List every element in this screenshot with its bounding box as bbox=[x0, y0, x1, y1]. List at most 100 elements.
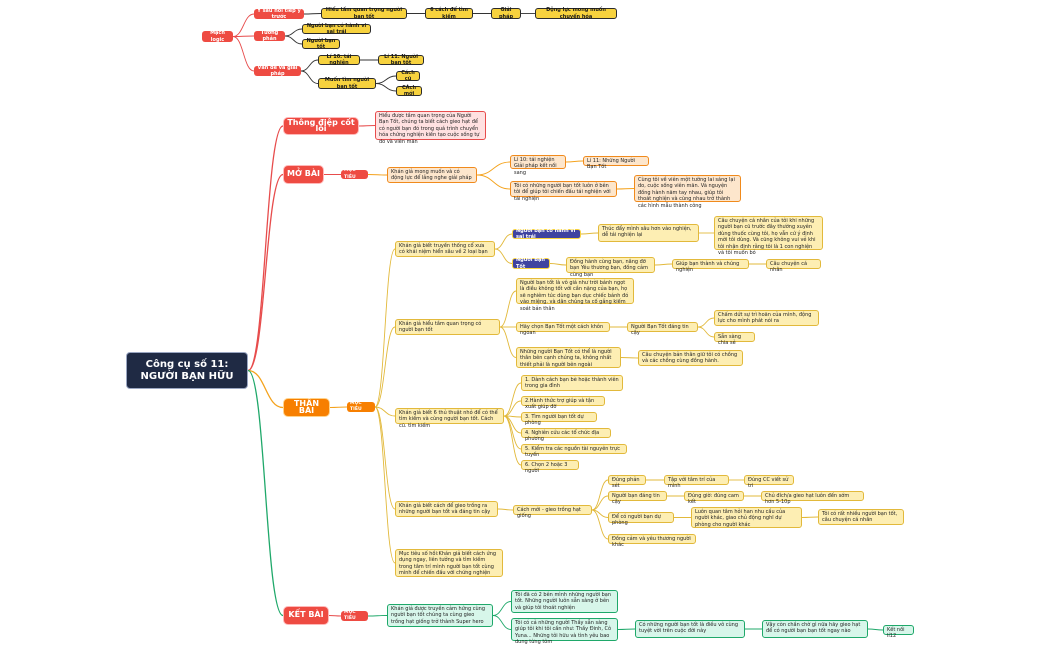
connector bbox=[232, 36, 255, 72]
logic-branch-problem[interactable]: Vấn đề và giải pháp bbox=[254, 65, 301, 77]
conclusion-teachers[interactable]: Tôi có cả những người Thầy sẵn sàng giúp… bbox=[511, 618, 618, 645]
connector bbox=[329, 406, 348, 408]
connector bbox=[549, 263, 567, 266]
connector bbox=[374, 248, 396, 408]
intro-goal[interactable]: Khán giả mong muốn và có động lực để lắn… bbox=[387, 167, 477, 183]
logic-new-way[interactable]: CÁch mới bbox=[396, 85, 422, 97]
connector bbox=[617, 628, 636, 630]
seed-c-end[interactable]: Tôi có rất nhiều người bạn tốt, câu chuy… bbox=[818, 509, 904, 525]
tip-2[interactable]: 2.Hành thức trợ giúp và tận xuất giúp đỡ bbox=[521, 396, 605, 410]
intro-goal-tag[interactable]: MỤC TIÊU bbox=[341, 168, 368, 180]
good-friend-story[interactable]: Câu chuyện cá nhân bbox=[766, 259, 821, 273]
connector bbox=[494, 233, 513, 250]
intro-sub-1[interactable]: Lí 10: tái nghiện Giải pháp kết nối sang bbox=[510, 155, 566, 176]
connector bbox=[503, 382, 522, 417]
connector bbox=[374, 406, 396, 417]
logic-step-3[interactable]: Giải pháp bbox=[491, 7, 521, 20]
logic-step-4[interactable]: Động lực mong muốn chuyển hóa bbox=[535, 7, 617, 20]
trusted-trait-2[interactable]: Sẵn sàng chia sẻ bbox=[714, 332, 755, 346]
conclusion-node[interactable]: KẾT BÀI bbox=[283, 606, 329, 625]
new-way-seeding[interactable]: Cách mới - gieo trồng hạt giống bbox=[513, 505, 592, 519]
connector bbox=[580, 232, 599, 235]
connector bbox=[499, 290, 517, 328]
seed-b[interactable]: Người bạn đáng tin cậy bbox=[608, 491, 667, 505]
connector bbox=[499, 326, 517, 358]
intro-sub-2[interactable]: Tôi có những người bạn tốt luôn ở bên tô… bbox=[510, 181, 617, 202]
body-node[interactable]: THÂN BÀI bbox=[283, 398, 330, 417]
logic-contrast-bad[interactable]: Người bạn có hành vi sai trái bbox=[302, 23, 371, 35]
tip-1[interactable]: 1. Dành cách bạn bè hoặc thành viên tron… bbox=[521, 375, 623, 391]
logic-problem-a[interactable]: Lí 10: tái nghiện bbox=[318, 54, 360, 66]
core-message-text[interactable]: Hiểu được tầm quan trọng của Người Bạn T… bbox=[375, 111, 486, 145]
body-goal-3[interactable]: Khán giả biết 6 thủ thuật nhỏ để có thể … bbox=[395, 408, 504, 429]
root-node[interactable]: Công cụ số 11: NGƯỜI BẠN HỮU bbox=[126, 352, 248, 389]
seed-d[interactable]: Đồng cảm và yêu thương người khác bbox=[608, 534, 696, 548]
conclusion-wonderful[interactable]: Có những người bạn tốt là điều vô cùng t… bbox=[635, 620, 745, 638]
tip-4[interactable]: 4. Nghiên cứu các tổ chức địa phương bbox=[521, 428, 611, 442]
seed-a-mid[interactable]: Tập với tâm trí của mình bbox=[664, 475, 729, 489]
seed-a-end[interactable]: Đúng CC viết sử tri bbox=[744, 475, 794, 489]
conclusion-goal-tag[interactable]: MỤC TIÊU bbox=[341, 610, 368, 621]
intro-sub-2-child[interactable]: Cùng tôi về viên một tường lai sáng lại … bbox=[634, 175, 741, 209]
connector bbox=[620, 357, 639, 359]
trusted-friend[interactable]: Người Bạn Tốt đáng tin cậy bbox=[627, 322, 698, 336]
connector bbox=[375, 75, 397, 84]
conclusion-friends[interactable]: Tôi đã có 2 bên mình những người bạn tốt… bbox=[511, 590, 618, 613]
seed-b-mid[interactable]: Đúng giờ: đúng cam kết bbox=[684, 491, 744, 505]
connector bbox=[284, 35, 303, 45]
intro-node[interactable]: MỞ BÀI bbox=[283, 165, 324, 184]
good-friend-value[interactable]: Người bạn tốt là vô giá như trời bánh ng… bbox=[516, 278, 634, 312]
bad-friend-story[interactable]: Câu chuyện cá nhân của tôi khi những ngư… bbox=[714, 216, 823, 256]
good-friend-help[interactable]: Giúp bạn thành và chúng nghiện bbox=[672, 259, 749, 273]
bad-friend-node[interactable]: Người bạn có hành vi sai trái bbox=[512, 228, 581, 240]
conclusion-call-to-action[interactable]: Vậy còn chần chờ gì nữa hãy gieo hạt để … bbox=[762, 620, 868, 638]
logic-problem-b[interactable]: Muốn tìm người bạn tốt bbox=[318, 77, 376, 90]
logic-branch-contrast[interactable]: Tương phản bbox=[254, 30, 285, 42]
connector bbox=[503, 400, 522, 417]
intro-sub-1-child[interactable]: Lí 11: Những Người Bạn Tốt bbox=[583, 156, 649, 170]
connector bbox=[801, 516, 819, 518]
choose-wisely[interactable]: Hãy chọn Bạn Tốt một cách khôn ngoan bbox=[516, 322, 610, 336]
core-message-node[interactable]: Thông điệp cốt lõi bbox=[283, 117, 359, 135]
body-goal-2[interactable]: Khán giả hiểu tầm quan trọng có người bạ… bbox=[395, 319, 500, 335]
connector bbox=[697, 317, 715, 328]
logic-step-2[interactable]: 6 cách để tìm kiếm bbox=[425, 7, 473, 20]
body-goal-tag[interactable]: MỤC TIÊU bbox=[347, 401, 375, 412]
logic-title-node[interactable]: Mạch logic bbox=[202, 30, 233, 43]
logic-problem-a-child[interactable]: Lí 11: Người bạn tốt bbox=[378, 54, 424, 66]
connector bbox=[476, 161, 511, 176]
conclusion-goal[interactable]: Khán giả được truyền cảm hứng cùng người… bbox=[387, 604, 493, 627]
body-goal-1[interactable]: Khán giả biết truyền thống cổ xưa có khá… bbox=[395, 241, 495, 257]
connector bbox=[328, 615, 342, 617]
connector bbox=[232, 35, 255, 37]
seed-c-mid[interactable]: Luôn quan tâm hỏi han nhu cầu của người … bbox=[691, 507, 802, 528]
connector bbox=[284, 28, 303, 37]
seed-b-end[interactable]: Chủ đích/a gieo hạt luôn đến sớm hơn 5-1… bbox=[761, 491, 864, 505]
connector bbox=[503, 415, 522, 434]
connector bbox=[367, 174, 388, 176]
family-story[interactable]: Câu chuyện bản thân giữ tôi có chồng và … bbox=[638, 350, 743, 366]
connector bbox=[654, 263, 673, 266]
seed-c[interactable]: Để có người bạn dự phòng bbox=[608, 512, 674, 526]
good-friend-node[interactable]: Người Bạn Tốt bbox=[512, 257, 550, 270]
connector bbox=[247, 369, 284, 409]
connector bbox=[492, 615, 512, 630]
tip-5[interactable]: 5. Kiểm tra các nguồn tài nguyên trực tu… bbox=[521, 444, 627, 458]
connector bbox=[247, 125, 284, 372]
trusted-trait-1[interactable]: Chấm dứt sự trì hoãn của mình, động lực … bbox=[714, 310, 819, 326]
conclusion-next-link[interactable]: Kết nối lí12 bbox=[883, 625, 914, 639]
family-friends[interactable]: Những người Bạn Tốt có thể là người thân… bbox=[516, 347, 621, 368]
good-friend-desc[interactable]: Đồng hành cùng bạn, nâng đỡ bạn Yêu thươ… bbox=[566, 257, 655, 278]
logic-old-way[interactable]: Cách cũ bbox=[396, 70, 420, 82]
bad-friend-desc[interactable]: Thúc đẩy mình sâu hơn vào nghiện, dễ tái… bbox=[598, 224, 699, 242]
logic-contrast-good[interactable]: Người bạn tốt bbox=[302, 38, 340, 50]
logic-branch-sequence[interactable]: Ý sau nối tiếp ý trước bbox=[254, 8, 304, 20]
body-goal-5[interactable]: Mục tiêu số hồi:Khán giả biết cách ứng d… bbox=[395, 549, 503, 577]
seed-a[interactable]: Đúng phản sét bbox=[608, 475, 646, 489]
tip-3[interactable]: 3. Tìm người bạn tốt dự phòng bbox=[521, 412, 597, 426]
logic-step-1[interactable]: Hiểu tầm quan trọng người bạn tốt bbox=[321, 7, 407, 20]
connector bbox=[494, 248, 513, 264]
body-goal-4[interactable]: Khán giả biết cách để gieo trồng ra nhữn… bbox=[395, 501, 498, 517]
tip-6[interactable]: 6. Chọn 2 hoặc 3 người bbox=[521, 460, 579, 474]
